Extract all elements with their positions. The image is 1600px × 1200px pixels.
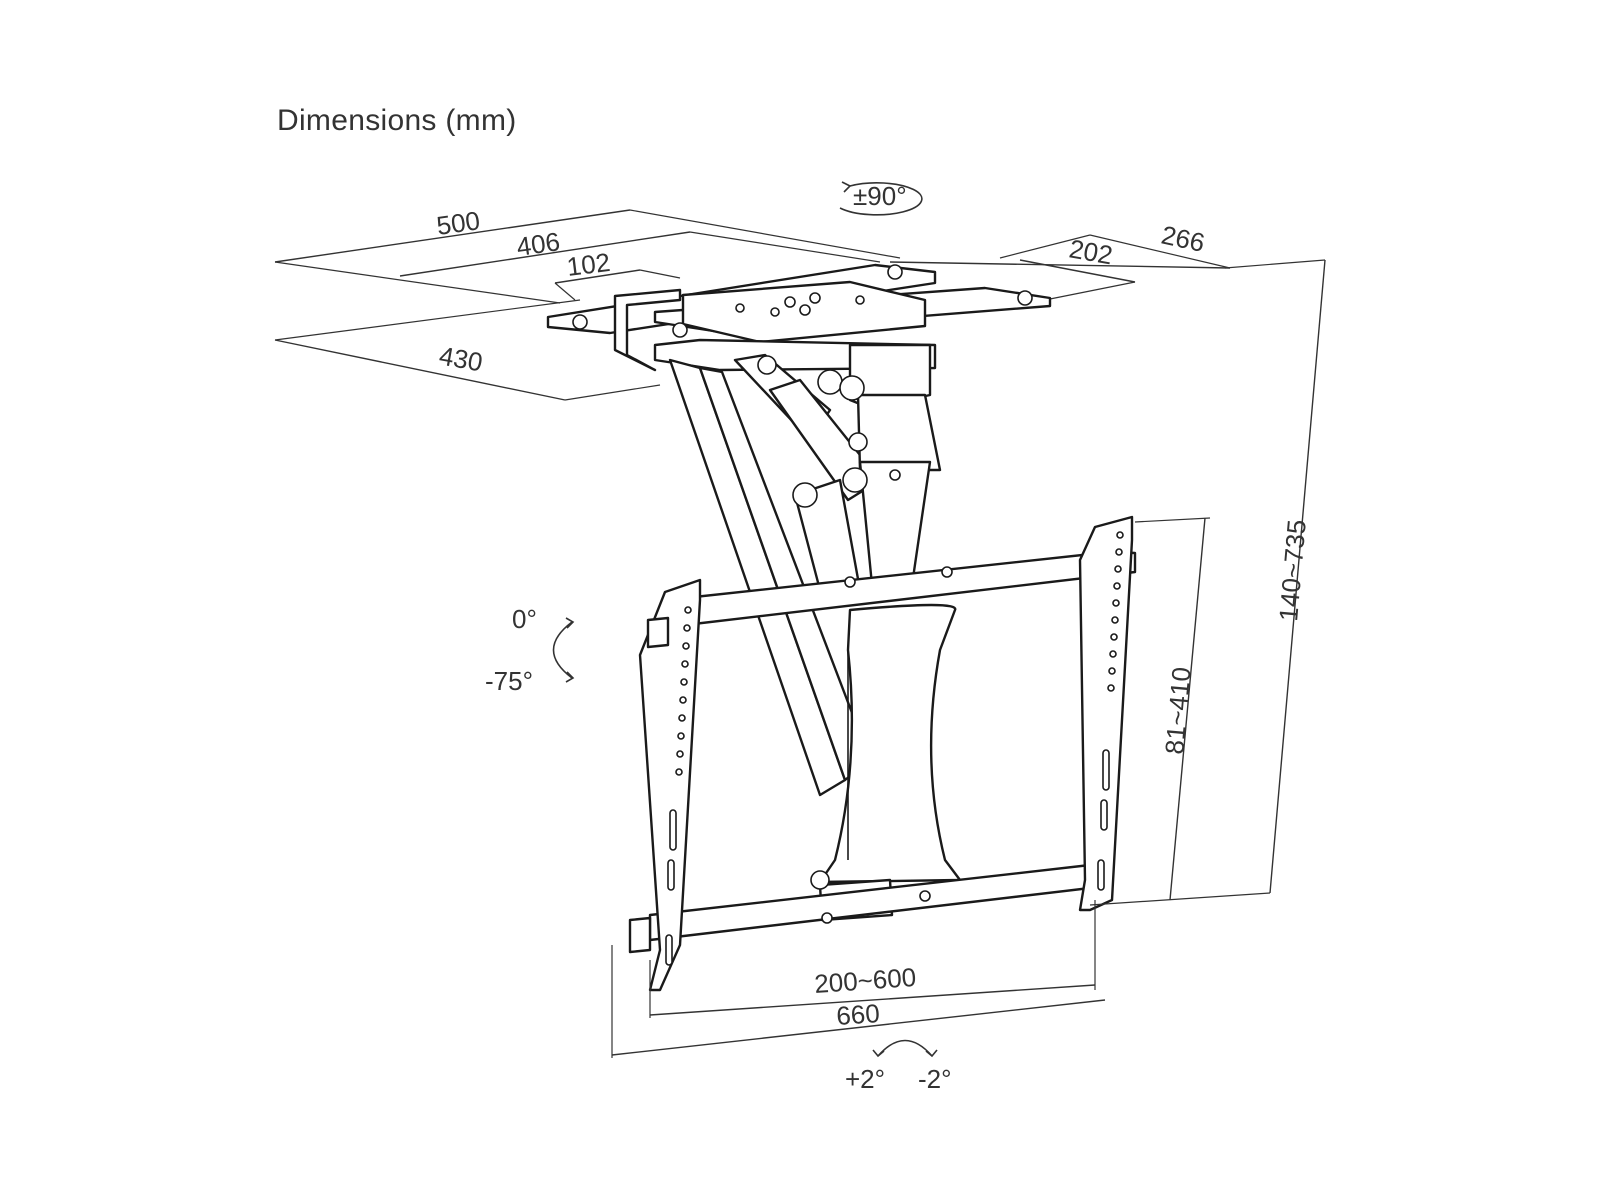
ceiling-plate-dimensions [274, 209, 1231, 401]
label-tilt-top: 0° [512, 604, 537, 634]
height-dimensions [1089, 259, 1326, 906]
swivel-arrow-icon [839, 182, 923, 216]
label-level-left: +2° [845, 1064, 885, 1094]
label-266: 266 [1159, 220, 1208, 258]
label-swivel: ±90° [853, 181, 907, 211]
vesa-strip-left [628, 578, 702, 992]
vesa-rails [648, 550, 1137, 942]
page-title: Dimensions (mm) [277, 104, 517, 137]
label-tilt-bottom: -75° [485, 666, 533, 696]
label-vesa-horizontal: 200~600 [813, 962, 917, 999]
label-202: 202 [1067, 233, 1115, 270]
label-level-right: -2° [918, 1064, 952, 1094]
dimension-labels: 500 406 102 430 202 266 ±90° 140~735 81~… [435, 181, 1312, 1094]
label-height: 140~735 [1273, 518, 1312, 622]
level-arrow-icon [877, 1039, 933, 1057]
tilt-arrow-icon [552, 621, 573, 679]
label-430: 430 [437, 340, 485, 377]
label-width: 660 [835, 998, 880, 1031]
label-102: 102 [565, 247, 612, 282]
vesa-strip-right [1078, 515, 1134, 912]
rotation-indicators [552, 181, 938, 1058]
width-dimensions [611, 900, 1106, 1058]
articulating-arms [668, 353, 942, 797]
label-500: 500 [435, 205, 482, 241]
label-406: 406 [515, 226, 562, 262]
ceiling-plate [546, 263, 1052, 410]
label-vesa-vertical: 81~410 [1159, 666, 1197, 756]
